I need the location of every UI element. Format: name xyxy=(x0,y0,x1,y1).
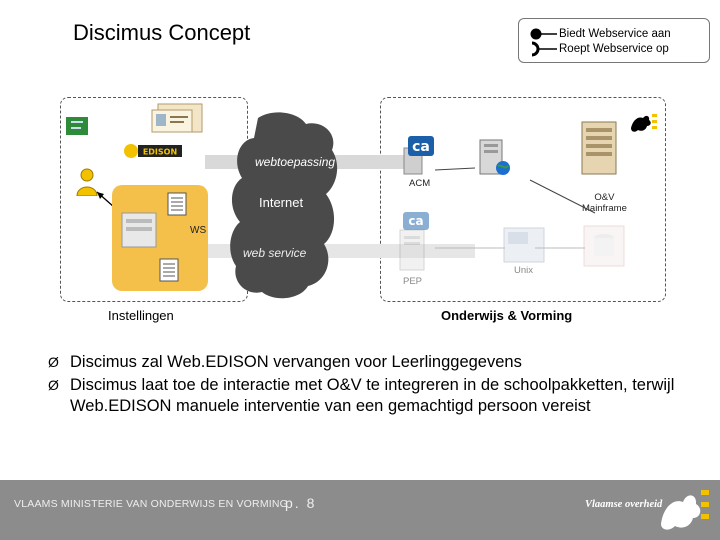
school-package-folder-icon xyxy=(112,185,208,291)
footer-bar: VLAAMS MINISTERIE VAN ONDERWIJS EN VORMI… xyxy=(0,480,720,540)
web-app-label: webtoepassing xyxy=(255,155,336,169)
pep-label: PEP xyxy=(403,276,423,287)
edison-logo-text: EDISON xyxy=(143,148,177,157)
footer-organization: VLAAMS MINISTERIE VAN ONDERWIJS EN VORMI… xyxy=(14,498,289,510)
bullet-arrow-icon: Ø xyxy=(48,377,59,393)
id-cards-icon xyxy=(151,103,203,133)
pep-server-icon xyxy=(399,229,425,271)
legend: Biedt Webservice aan Roept Webservice op xyxy=(518,18,710,63)
ca-access-control-icon: ca xyxy=(403,136,434,175)
web-server-icon xyxy=(479,139,510,175)
bullet-text: Discimus zal Web.EDISON vervangen voor L… xyxy=(70,353,522,371)
bullet-item: Ø Discimus laat toe de interactie met O&… xyxy=(48,375,698,417)
person-icon xyxy=(76,168,98,196)
page-number: p. 8 xyxy=(285,495,317,511)
slide-title: Discimus Concept xyxy=(73,20,251,45)
ca-pep-logo-text: ca xyxy=(408,214,423,228)
flemish-lion-logo xyxy=(631,114,657,132)
bullet-item: Ø Discimus zal Web.EDISON vervangen voor… xyxy=(48,352,698,373)
bullet-arrow-icon: Ø xyxy=(48,354,59,370)
provide-service-icon xyxy=(530,28,557,57)
legend-provides: Biedt Webservice aan xyxy=(559,28,671,40)
legend-calls: Roept Webservice op xyxy=(559,43,669,55)
unix-server-icon xyxy=(503,227,545,263)
internet-cloud-icon xyxy=(230,112,338,299)
connection-lines xyxy=(434,167,596,249)
ws-label: WS xyxy=(190,225,207,236)
mainframe-label-line2: Mainframe xyxy=(582,203,627,214)
unix-label: Unix xyxy=(514,265,534,276)
ca-pep-logo: ca xyxy=(403,212,429,230)
acm-label: ACM xyxy=(409,178,431,189)
vlaamse-overheid-lion-icon xyxy=(661,490,709,530)
ca-logo-text: ca xyxy=(412,139,430,155)
database-icon xyxy=(583,225,625,267)
footer-brand: Vlaamse overheid xyxy=(585,499,663,510)
web-service-label: web service xyxy=(243,246,307,260)
mainframe-icon xyxy=(581,121,617,175)
bullet-list: Ø Discimus zal Web.EDISON vervangen voor… xyxy=(48,352,698,419)
bullet-text: Discimus laat toe de interactie met O&V … xyxy=(70,376,675,415)
institutions-label: Instellingen xyxy=(108,308,174,323)
mainframe-label: O&V Mainframe xyxy=(582,192,627,214)
ov-label: Onderwijs & Vorming xyxy=(441,308,573,323)
edison-logo: EDISON xyxy=(124,144,182,158)
ov-region xyxy=(380,97,666,302)
mainframe-label-line1: O&V xyxy=(594,192,615,203)
green-badge-icon xyxy=(66,117,88,135)
internet-label: Internet xyxy=(259,195,304,210)
